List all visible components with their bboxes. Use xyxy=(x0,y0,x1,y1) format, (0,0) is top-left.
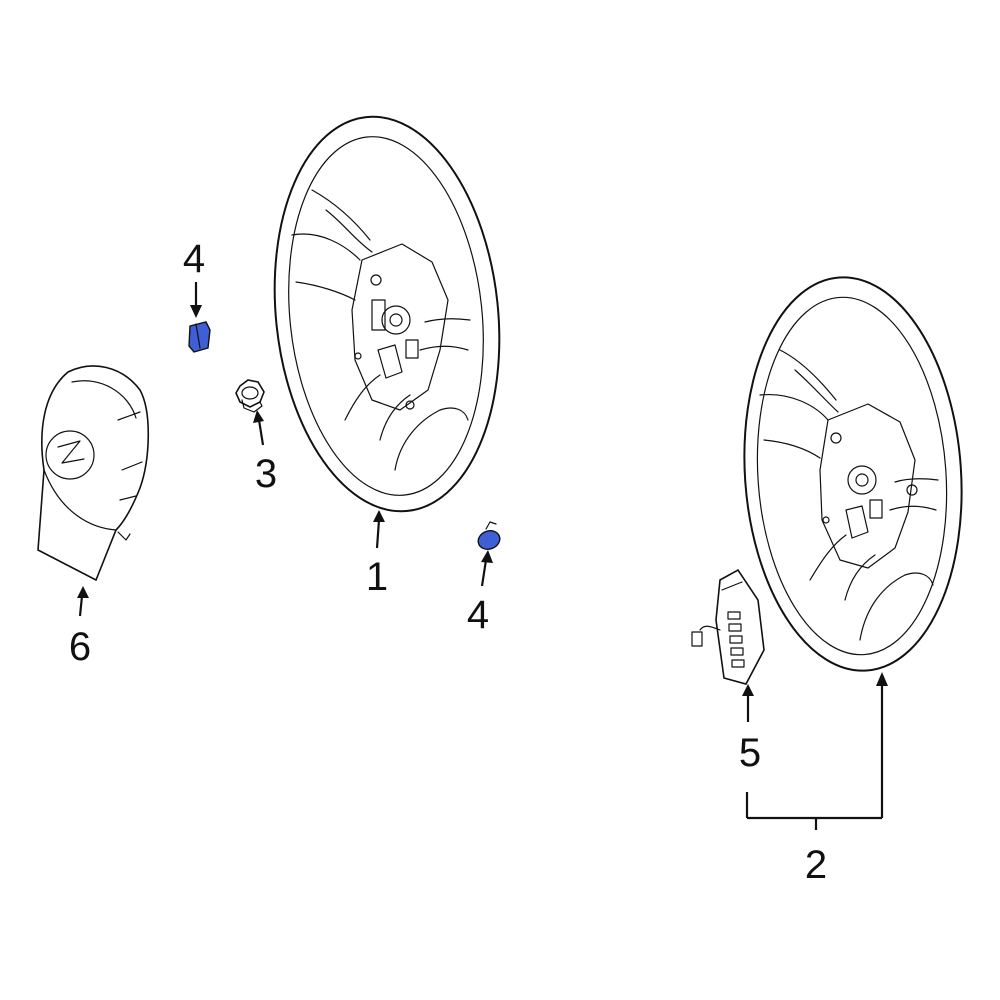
clip-part-4-top[interactable] xyxy=(188,321,211,353)
airbag-cover-part-6[interactable] xyxy=(37,365,150,582)
callout-4-top-group: 4 xyxy=(183,237,205,318)
callout-2-group: 2 xyxy=(745,672,888,887)
callout-3: 3 xyxy=(255,452,277,496)
callout-5: 5 xyxy=(739,731,761,775)
callout-2: 2 xyxy=(805,843,827,887)
clip-part-4-bottom[interactable] xyxy=(476,521,503,552)
callout-3-group: 3 xyxy=(253,410,277,496)
nut-part-3[interactable] xyxy=(235,379,265,413)
callout-6: 6 xyxy=(69,625,91,669)
callout-4-top: 4 xyxy=(183,237,205,281)
callout-4-bottom: 4 xyxy=(467,593,489,637)
callout-1-group: 1 xyxy=(366,510,388,599)
callout-4-bottom-group: 4 xyxy=(467,550,493,637)
callout-6-group: 6 xyxy=(69,586,91,669)
callout-5-group: 5 xyxy=(739,684,761,775)
steering-wheel-part-1[interactable] xyxy=(256,105,518,522)
callout-1: 1 xyxy=(366,555,388,599)
switch-module-part-5[interactable] xyxy=(691,568,765,685)
steering-wheel-assembly-part-2[interactable] xyxy=(732,270,975,678)
